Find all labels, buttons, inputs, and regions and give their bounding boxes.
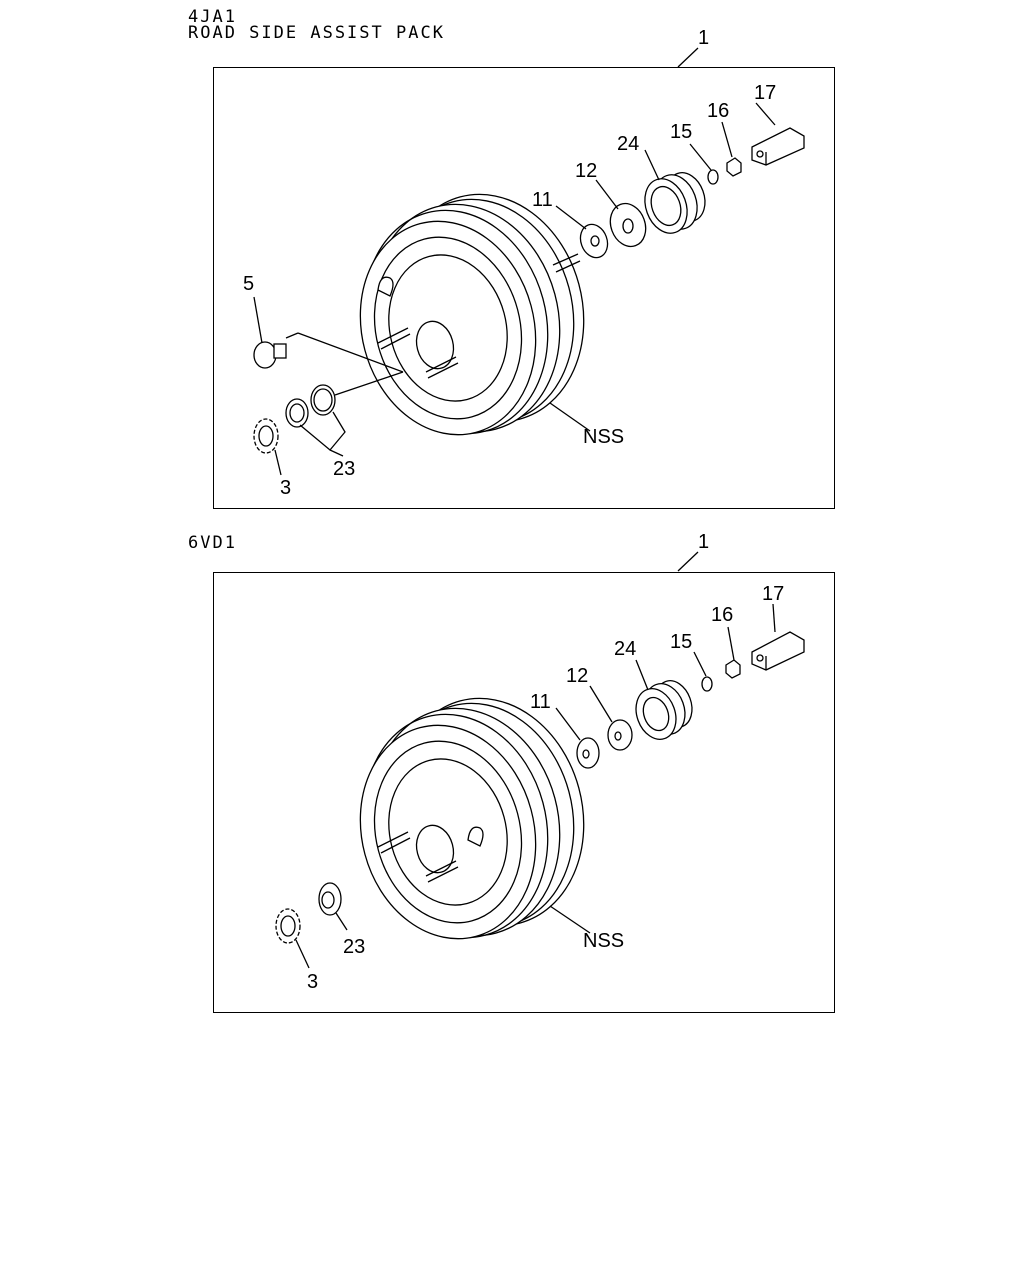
d1-callout-12: 12 xyxy=(575,160,597,182)
part-12-seal-2 xyxy=(607,719,633,751)
d1-callout-nss: NSS xyxy=(583,426,624,448)
part-16-nut-2 xyxy=(725,659,741,679)
part-3-lockwasher-1 xyxy=(253,418,279,454)
d2-callout-17: 17 xyxy=(762,583,784,605)
d2-callout-23: 23 xyxy=(343,936,365,958)
d1-callout-3: 3 xyxy=(280,477,291,499)
part-5-fitting-1 xyxy=(253,332,299,369)
diagram1-engine-label: 4JA1 xyxy=(188,7,237,27)
part-23-seal-2 xyxy=(318,882,342,916)
d2-callout-3: 3 xyxy=(307,971,318,993)
d1-callout-24: 24 xyxy=(617,133,639,155)
part-15-washer-2 xyxy=(701,676,713,692)
diagram1-frame xyxy=(213,67,835,509)
d1-callout-15: 15 xyxy=(670,121,692,143)
part-16-nut-1 xyxy=(726,157,742,177)
d1-callout-16: 16 xyxy=(707,100,729,122)
diagram1-art: 1 17 16 15 24 12 11 5 3 23 NSS xyxy=(243,27,805,499)
diagram2-art: 1 17 16 15 24 12 11 23 3 NSS xyxy=(275,531,805,993)
d2-callout-15: 15 xyxy=(670,631,692,653)
d1-callout-1: 1 xyxy=(698,27,709,49)
part-11-washer-2 xyxy=(576,737,600,769)
d2-callout-1: 1 xyxy=(698,531,709,553)
brake-booster-2 xyxy=(359,697,585,940)
part-12-seal-1 xyxy=(609,202,647,248)
d1-callout-11: 11 xyxy=(532,189,553,211)
diagram2-engine-label: 6VD1 xyxy=(188,533,237,553)
part-24-boot-2 xyxy=(635,680,693,740)
d1-callout-23: 23 xyxy=(333,458,355,480)
brake-booster-1 xyxy=(359,193,585,436)
part-11-washer-1 xyxy=(579,223,609,259)
part-23-seals-1 xyxy=(285,384,336,428)
part-15-washer-1 xyxy=(707,169,719,185)
d2-callout-11: 11 xyxy=(530,691,551,713)
part-17-clevis-1 xyxy=(751,127,805,166)
d2-callout-24: 24 xyxy=(614,638,636,660)
diagram2-frame xyxy=(213,572,835,1013)
part-24-boot-1 xyxy=(644,172,706,234)
d2-callout-nss: NSS xyxy=(583,930,624,952)
d1-callout-5: 5 xyxy=(243,273,254,295)
part-17-clevis-2 xyxy=(751,631,805,671)
part-3-lockwasher-2 xyxy=(275,908,301,944)
d2-callout-12: 12 xyxy=(566,665,588,687)
d2-callout-16: 16 xyxy=(711,604,733,626)
d1-callout-17: 17 xyxy=(754,82,776,104)
diagram1-subtitle: ROAD SIDE ASSIST PACK xyxy=(188,23,445,43)
